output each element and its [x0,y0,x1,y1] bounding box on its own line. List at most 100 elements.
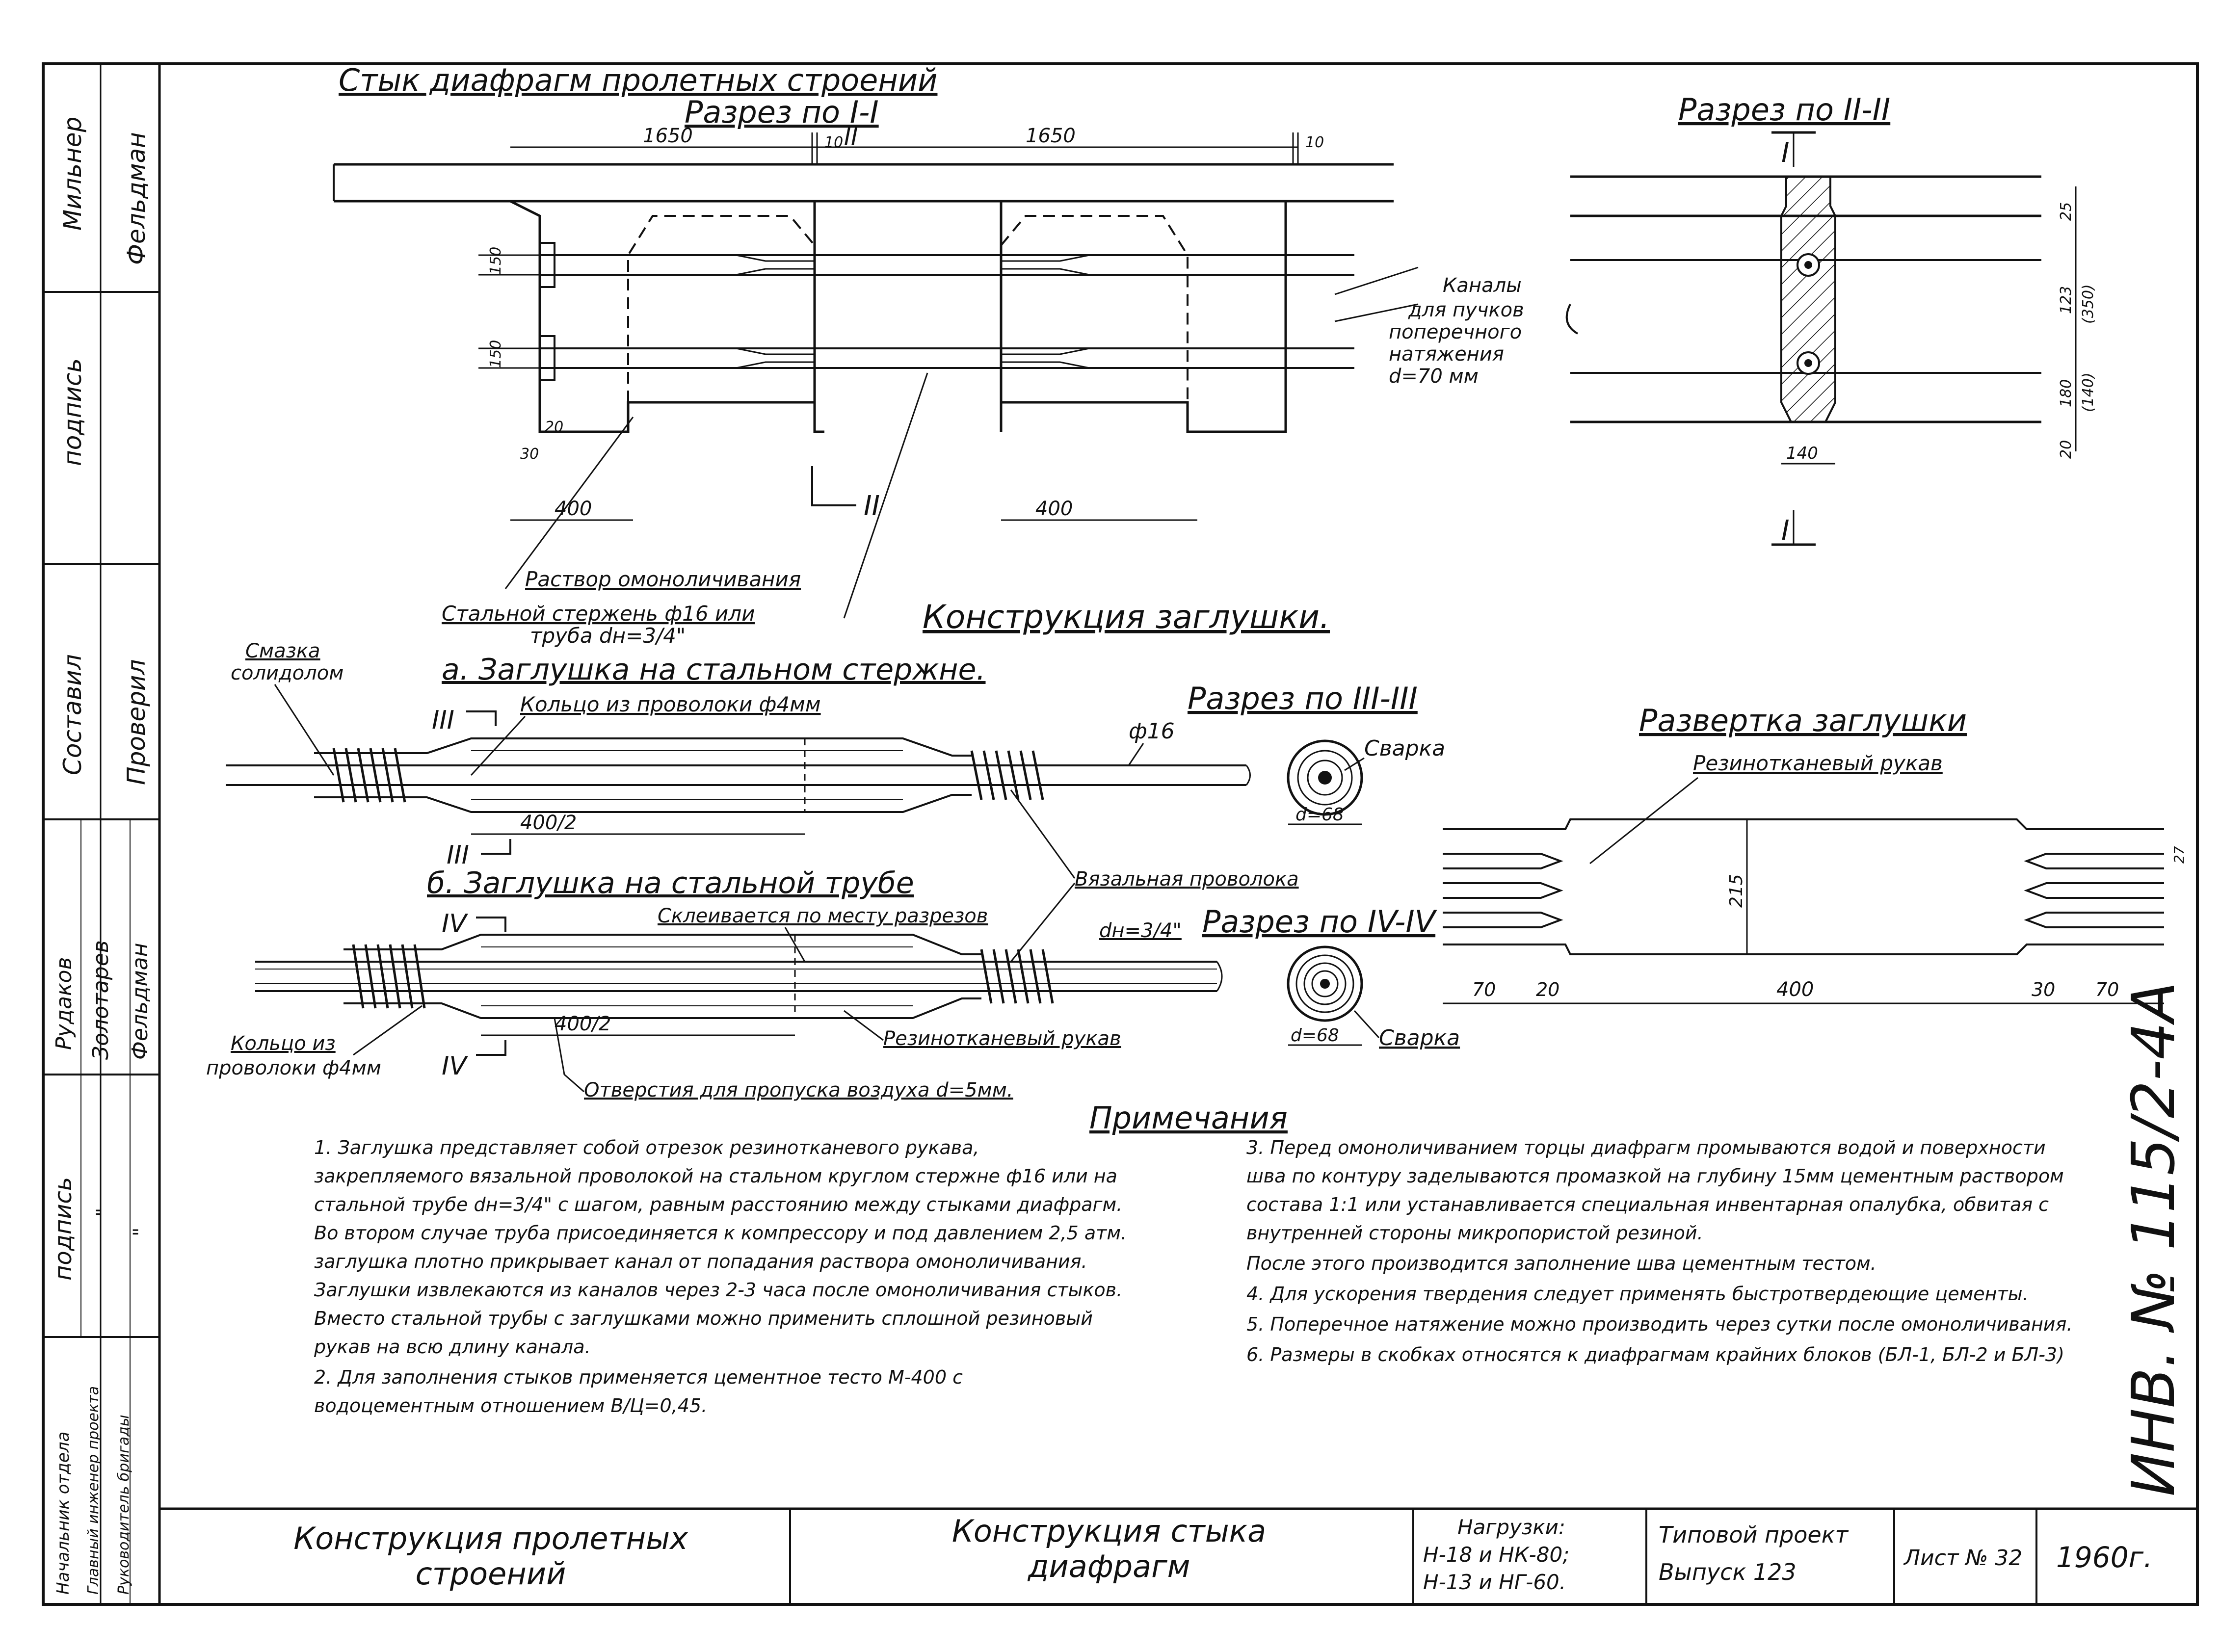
mark-iv-b: IV [442,1051,468,1081]
mark-iv-a: IV [442,909,468,939]
channels-l4: натяжения [1389,343,1504,366]
stamp-r4-c: Фельдман [128,943,153,1060]
view-section-1: Стык диафрагм пролетных строений Разрез … [333,62,1524,648]
mark-i-bottom: I [1781,515,1790,547]
u-dim-27: 27 [2171,846,2187,864]
grease-l2: солидолом [231,662,344,684]
u-dim-400: 400 [1776,978,1814,1001]
dim-1650-b: 1650 [1026,125,1076,147]
tb-project: Типовой проект Выпуск 123 [1659,1516,1889,1591]
u-dim-215: 215 [1726,874,1746,908]
section-3-title: Разрез по III-III [1188,681,1418,716]
stamp-r5-c: " [130,1228,152,1236]
dim-150-a: 150 [487,247,504,275]
stamp-r5-a: подпись [50,1177,77,1281]
cap-design-title: Конструкция заглушки. [923,598,1330,636]
u-dim-70a: 70 [1472,979,1496,1000]
note-3b: После этого производится заполнение шва … [1246,1253,1876,1274]
stamp-r6-a: Начальник отдела [53,1432,73,1595]
u-dim-70b: 70 [2095,979,2119,1000]
view-unfold: Развертка заглушки Резинотканевый рукав … [1443,703,2187,1004]
notes-right: 3. Перед омоноличиванием торцы диафрагм … [1246,1133,2081,1371]
channels-l3: поперечного [1389,321,1522,343]
note-6: 6. Размеры в скобках относятся к диафраг… [1246,1344,2064,1365]
section-2-title: Разрез по II-II [1678,92,1890,128]
s2-dim-123: 123 [2058,286,2075,314]
stamp-r5-b: " [93,1208,115,1217]
stamp-r2: подпись [58,358,87,466]
tb-project-l1: Типовой проект [1659,1521,1849,1548]
dim-400-2-a: 400/2 [520,812,577,834]
dn34: dн=3/4" [1099,919,1182,942]
grease-l1: Смазка [245,640,320,662]
stamp-r1-b: Фельдман [122,132,151,265]
glued: Склеивается по месту разрезов [658,905,988,927]
rod-tube-l1: Стальной стержень ф16 или [442,602,755,626]
side-stamp-rows [43,291,159,1604]
stamp-r3-a: Составил [58,654,87,775]
section-4-title: Разрез по IV-IV [1202,904,1438,940]
tb-project-l2: Выпуск 123 [1659,1559,1797,1585]
tb-sheet-no: Лист № 32 [1904,1546,2023,1571]
tb-sheet-title-l2: диафрагм [1028,1548,1190,1584]
cap-b-title: б. Заглушка на стальной трубе [427,866,914,900]
tb-loads-l1: Нагрузки: [1457,1515,1566,1539]
tb-sheet-title: Конструкция стыка диафрагм [834,1514,1384,1584]
stamp-r4-a: Рудаков [52,957,77,1050]
stamp-r3-b: Проверил [122,659,151,785]
channels-l1: Каналы [1443,274,1522,297]
dim-150-b: 150 [487,340,504,368]
note-2: 2. Для заполнения стыков применяется цем… [314,1366,963,1416]
binding-wire: Вязальная проволока [1075,868,1299,891]
joint-band-hatched [1780,176,1836,423]
hose-unfold: Резинотканевый рукав [1693,751,1943,775]
note-5: 5. Поперечное натяжение можно производит… [1246,1313,2073,1335]
dim-1650-a: 1650 [643,125,693,147]
sheet-frame [42,62,2199,1606]
view-cap-b: б. Заглушка на стальной трубе IV Склеива… [206,789,1299,1101]
u-dim-30: 30 [2032,979,2055,1000]
notes-title: Примечания [1089,1100,1288,1136]
tb-loads-l2: Н-18 и НК-80; [1423,1543,1570,1567]
dim-400-2-b: 400/2 [555,1013,611,1035]
weld-b: Сварка [1379,1025,1460,1050]
hose-b: Резинотканевый рукав [883,1027,1121,1050]
tb-loads: Нагрузки: Н-18 и НК-80; Н-13 и НГ-60. [1423,1514,1644,1596]
d68-b: d=68 [1291,1025,1339,1046]
dim-10-b: 10 [1305,134,1324,151]
mark-iii-a2: III [447,840,469,870]
inv-number: ИНВ. № 115/2-4А [2120,982,2188,1496]
s2-dim-140w: 140 [1786,444,1818,463]
note-3: 3. Перед омоноличиванием торцы диафрагм … [1246,1137,2064,1244]
dim-20: 20 [545,419,563,436]
channels-l5: d=70 мм [1389,365,1479,388]
ring-b-l1: Кольцо из [231,1032,336,1055]
dim-10-a: 10 [824,134,843,151]
holes: Отверстия для пропуска воздуха d=5мм. [584,1079,1013,1101]
s2-dim-140: (140) [2080,372,2097,412]
ring-b-l2: проволоки ф4мм [206,1057,381,1079]
mark-ii-top: II [844,123,858,151]
dim-30: 30 [520,446,539,463]
u-dim-20: 20 [1536,979,1559,1000]
weld-a: Сварка [1364,736,1445,761]
title-block-grid [789,1509,2037,1604]
tb-structure-l2: строений [415,1556,566,1592]
note-1: 1. Заглушка представляет собой отрезок р… [314,1137,1127,1358]
stamp-r6-b: Главный инженер проекта [85,1386,102,1595]
s2-dim-25: 25 [2058,202,2075,221]
view-section-2: Разрез по II-II I 25 123 (350) 180 (140)… [1565,92,2097,547]
unfold-title: Развертка заглушки [1639,703,1967,738]
mark-i-top: I [1781,137,1790,169]
stamp-r1-a: Мильнер [58,117,87,231]
mark-iii-a: III [432,706,454,735]
s2-dim-180: 180 [2058,379,2075,407]
view-section-4: Разрез по IV-IV d=68 Сварка [1202,904,1460,1050]
tb-sheet-title-l1: Конструкция стыка [951,1513,1267,1549]
mark-ii-bottom: II [864,490,880,522]
d68-a: d=68 [1295,805,1344,825]
mortar-label: Раствор омоноличивания [525,567,801,591]
stamp-r6-c: Руководитель бригады [115,1415,132,1595]
rod-tube-l2: труба dн=3/4" [530,624,686,648]
note-4: 4. Для ускорения твердения следует приме… [1246,1283,2029,1305]
